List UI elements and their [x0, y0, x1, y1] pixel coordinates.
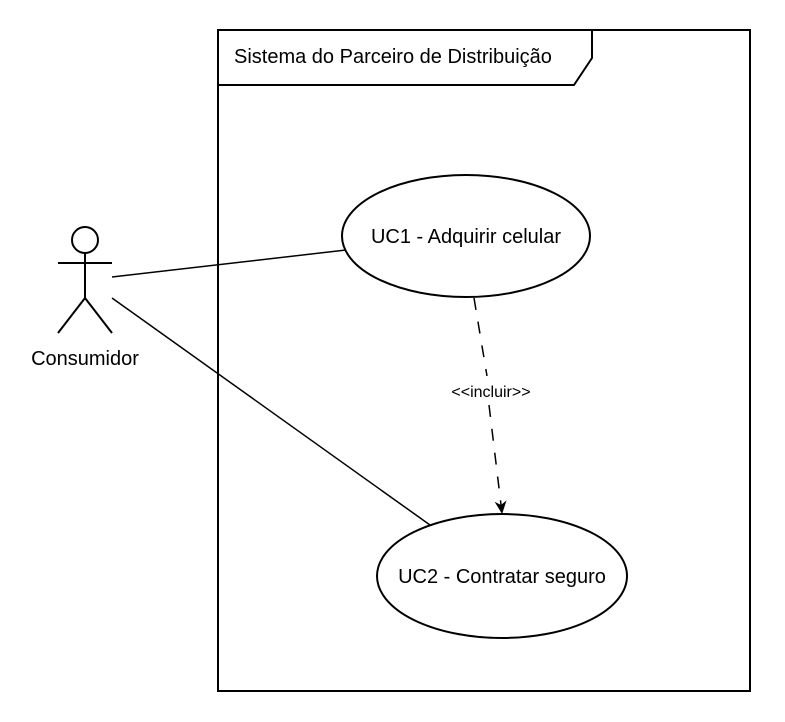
system-title-tab [217, 29, 593, 86]
use-case-uc1: UC1 - Adquirir celular [341, 174, 591, 298]
use-case-uc1-label: UC1 - Adquirir celular [371, 226, 561, 248]
use-case-uc2: UC2 - Contratar seguro [376, 513, 628, 639]
include-arrow [488, 404, 507, 514]
use-case-uc2-label: UC2 - Contratar seguro [398, 566, 606, 588]
actor-label: Consumidor [31, 348, 139, 370]
actor-right-leg [84, 297, 113, 334]
use-case-uc2-ellipse [376, 513, 628, 639]
actor-head [71, 226, 99, 254]
include-stereotype-label: <<incluir>> [451, 384, 530, 401]
actor-left-leg [57, 297, 86, 334]
system-title: Sistema do Parceiro de Distribuição [234, 46, 552, 68]
use-case-uc1-ellipse [341, 174, 591, 298]
actor-consumidor: Consumidor [31, 226, 139, 370]
association-actor-uc1 [111, 249, 347, 278]
association-actor-uc2 [111, 297, 431, 526]
